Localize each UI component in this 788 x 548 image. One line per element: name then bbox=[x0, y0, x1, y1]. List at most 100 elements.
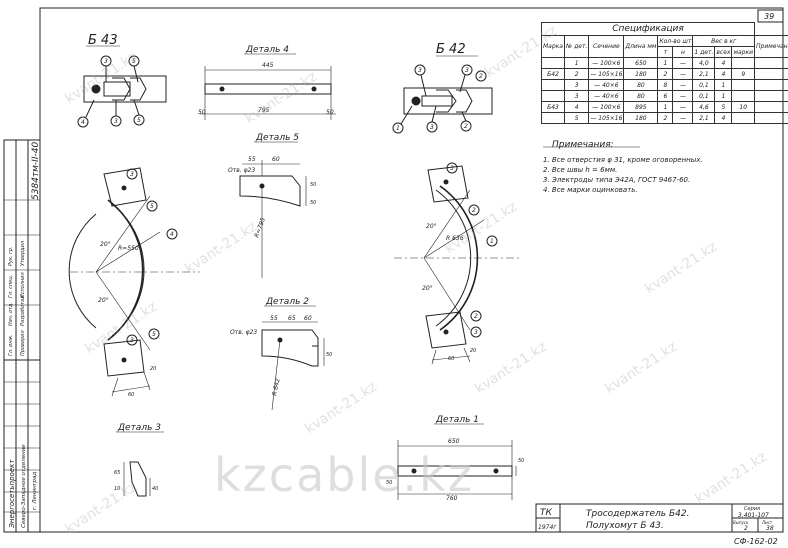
note-item-3: 3. Электроды типа Э42А, ГОСТ 9467-60. bbox=[543, 176, 691, 184]
spec-cell-note bbox=[753, 57, 788, 69]
callout-5: 5 bbox=[150, 203, 154, 210]
left-strip-upper bbox=[3, 139, 41, 361]
spec-cell-t: 2 bbox=[657, 68, 674, 80]
spec-cell-mark: Б42 bbox=[541, 68, 565, 80]
spec-cell-w1: 0,1 bbox=[692, 90, 716, 102]
dim-d5-s1: 50 bbox=[310, 182, 316, 188]
spec-cell-n: — bbox=[672, 112, 694, 124]
detail-5-drawing bbox=[239, 160, 307, 278]
dim-b42-angle1: 20° bbox=[426, 223, 437, 230]
spec-cell-note bbox=[753, 90, 788, 102]
left-strip-org: Энергосетьпроект bbox=[8, 459, 16, 529]
spec-header-note: Примечание bbox=[753, 35, 788, 58]
notes-title: Примечания: bbox=[552, 140, 614, 150]
spec-header-length: Длина мм bbox=[623, 35, 659, 58]
b43-title: Б 43 bbox=[88, 33, 118, 48]
spec-cell-w3: 9 bbox=[731, 68, 755, 80]
dim-d3-c: 40 bbox=[152, 486, 158, 492]
spec-cell-w3 bbox=[731, 112, 755, 124]
callout-5: 5 bbox=[152, 331, 156, 338]
left-strip-dept: Северо-Западное отделение bbox=[21, 444, 27, 528]
spec-header-weight: Вес в кг bbox=[692, 35, 755, 47]
spec-header-qty-t: т bbox=[657, 46, 674, 58]
spec-header-section: Сечение bbox=[588, 35, 625, 58]
detail-4-drawing bbox=[200, 66, 336, 120]
spec-cell-note bbox=[753, 112, 788, 124]
spec-cell-w1: 4,0 bbox=[692, 57, 716, 69]
left-strip-role: Гл. инж. bbox=[8, 334, 14, 356]
left-strip-role: Нач. отд. bbox=[8, 302, 14, 326]
spec-cell-w1: 4,6 bbox=[692, 101, 716, 113]
detail5-title: Деталь 5 bbox=[255, 133, 299, 143]
spec-cell-mark bbox=[541, 79, 565, 91]
callout-5: 5 bbox=[132, 58, 136, 65]
left-strip-role: Проверил bbox=[20, 330, 26, 356]
title-block-series-label: Серия bbox=[744, 506, 760, 512]
detail3-title: Деталь 3 bbox=[117, 423, 161, 433]
spec-title: Спецификация bbox=[541, 22, 755, 36]
spec-cell-mark bbox=[541, 90, 565, 102]
left-strip-role: Гл. спец. bbox=[8, 275, 14, 298]
dim-d5-s2: 50 bbox=[310, 200, 316, 206]
dim-b43-angle2: 20° bbox=[98, 297, 109, 304]
dim-b43-b: 20 bbox=[150, 366, 156, 372]
spec-cell-pos: 3 bbox=[563, 90, 590, 102]
note-item-2: 2. Все швы h = 6мм. bbox=[543, 166, 618, 174]
left-strip-role: Рук. гр. bbox=[8, 246, 14, 266]
spec-header-mark: Марка bbox=[541, 35, 565, 58]
spec-cell-mark: Б43 bbox=[541, 101, 565, 113]
title-block-issue: 2 bbox=[744, 525, 748, 532]
callout-4: 4 bbox=[170, 231, 174, 238]
spec-cell-length: 180 bbox=[623, 112, 659, 124]
spec-cell-note bbox=[753, 79, 788, 91]
spec-cell-w2: 4 bbox=[714, 68, 733, 80]
callout-2: 2 bbox=[474, 313, 478, 320]
view-b42-plan bbox=[392, 64, 493, 134]
spec-cell-w1: 2,1 bbox=[692, 112, 716, 124]
spec-cell-section: — 40×6 bbox=[588, 90, 625, 102]
spec-cell-note bbox=[753, 101, 788, 113]
spec-cell-w2: 5 bbox=[714, 101, 733, 113]
dim-b42-angle2: 20° bbox=[422, 285, 433, 292]
dim-d1-s2: 50 bbox=[386, 480, 392, 486]
callout-3: 3 bbox=[430, 124, 434, 131]
callout-4: 4 bbox=[81, 119, 85, 126]
spec-cell-pos: 1 bbox=[563, 57, 590, 69]
spec-cell-mark bbox=[541, 57, 565, 69]
spec-cell-note bbox=[753, 68, 788, 80]
spec-cell-w2: 1 bbox=[714, 90, 733, 102]
dim-d2-s1: 50 bbox=[326, 352, 332, 358]
view-b43-plan bbox=[77, 55, 167, 128]
title-block-year: 1974г bbox=[538, 524, 557, 531]
spec-cell-w2: 4 bbox=[714, 112, 733, 124]
spec-cell-t: 6 bbox=[657, 90, 674, 102]
left-strip-role: Разработал bbox=[20, 295, 26, 326]
callout-2: 2 bbox=[464, 123, 468, 130]
left-strip-city: г. Ленинград bbox=[32, 472, 38, 510]
spec-cell-pos: 2 bbox=[563, 68, 590, 80]
callout-1: 1 bbox=[490, 238, 494, 245]
left-strip-role: Утвердил bbox=[20, 240, 26, 266]
dim-d4-left: 50 bbox=[198, 109, 206, 116]
title-block-series: 3.401-107 bbox=[738, 512, 769, 519]
spec-header-w1: 1 дет. bbox=[692, 46, 716, 58]
callout-3: 3 bbox=[130, 171, 134, 178]
callout-3: 3 bbox=[114, 118, 118, 125]
spec-cell-w1: 2,1 bbox=[692, 68, 716, 80]
title-block-name2: Полухомут Б 43. bbox=[586, 521, 664, 531]
spec-cell-n: — bbox=[672, 57, 694, 69]
title-block-tk: ТК bbox=[540, 508, 552, 518]
spec-cell-pos: 4 bbox=[563, 101, 590, 113]
dim-d1-top: 650 bbox=[448, 438, 460, 445]
dim-d3-a: 65 bbox=[114, 470, 120, 476]
dim-b43-radius: R=550 bbox=[118, 245, 139, 252]
detail-3-drawing bbox=[123, 461, 151, 497]
dim-b43-a: 60 bbox=[128, 392, 134, 398]
spec-cell-section: — 105×16 bbox=[588, 112, 625, 124]
spec-cell-length: 895 bbox=[623, 101, 659, 113]
spec-header-w2: всех bbox=[714, 46, 733, 58]
